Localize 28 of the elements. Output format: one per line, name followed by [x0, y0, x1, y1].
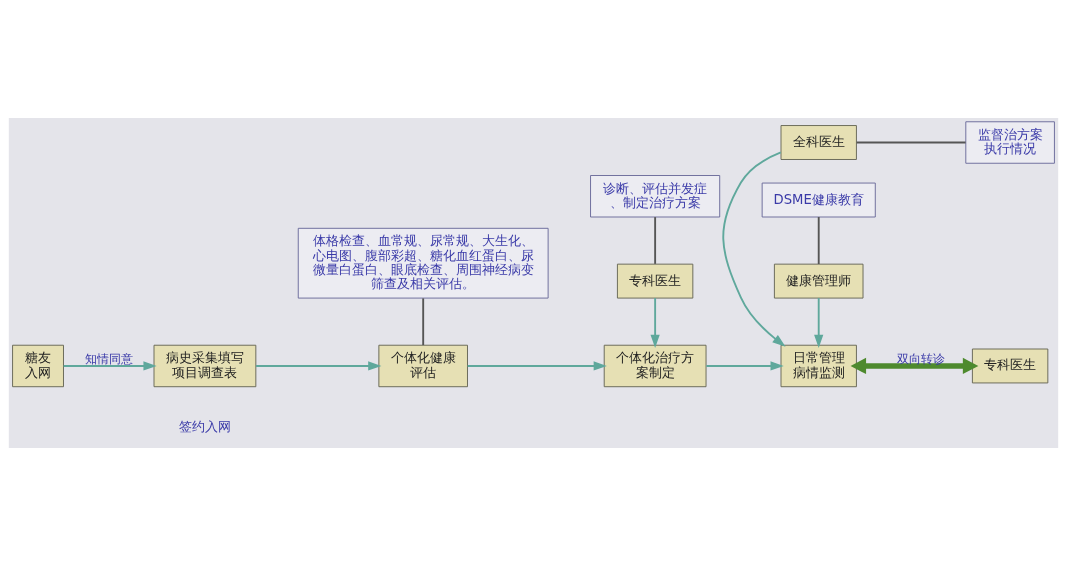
edge-label: 知情同意: [84, 351, 133, 366]
arrow: [814, 297, 824, 348]
connector: [422, 297, 425, 347]
node-box: 体格检查、血常规、尿常规、大生化、心电图、腹部彩超、糖化血红蛋白、尿微量白蛋白、眼底检查、周围神经病变筛查及相关评估。: [297, 227, 549, 299]
node-box: 专科医生: [971, 348, 1049, 384]
edge-label: 双向转诊: [896, 351, 945, 366]
node-box: 健康管理师: [773, 263, 864, 299]
node-box: 全科医生: [780, 125, 857, 160]
node-box: DSME健康教育: [761, 182, 876, 218]
arrow: [650, 297, 660, 348]
connector: [817, 216, 820, 265]
node-box: 诊断、评估并发症、制定治疗方案: [590, 175, 721, 218]
arrow: [705, 361, 784, 371]
arrow: [255, 361, 382, 371]
node-box: 监督治方案执行情况: [965, 121, 1055, 164]
node-box: 个体化健康评估: [378, 344, 468, 388]
label: 签约入网: [178, 418, 231, 434]
connector: [855, 141, 967, 144]
connector: [654, 216, 657, 265]
node-box: 专科医生: [616, 263, 694, 299]
arrow: [722, 151, 786, 347]
node-box: 糖友入网: [12, 344, 64, 388]
arrow: [466, 361, 607, 371]
node-box: 个体化治疗方案制定: [603, 344, 707, 388]
arrow: [850, 357, 979, 375]
arrow: [62, 361, 157, 371]
node-box: 病史采集填写项目调查表: [153, 344, 257, 388]
node-box: 日常管理病情监测: [780, 344, 857, 388]
